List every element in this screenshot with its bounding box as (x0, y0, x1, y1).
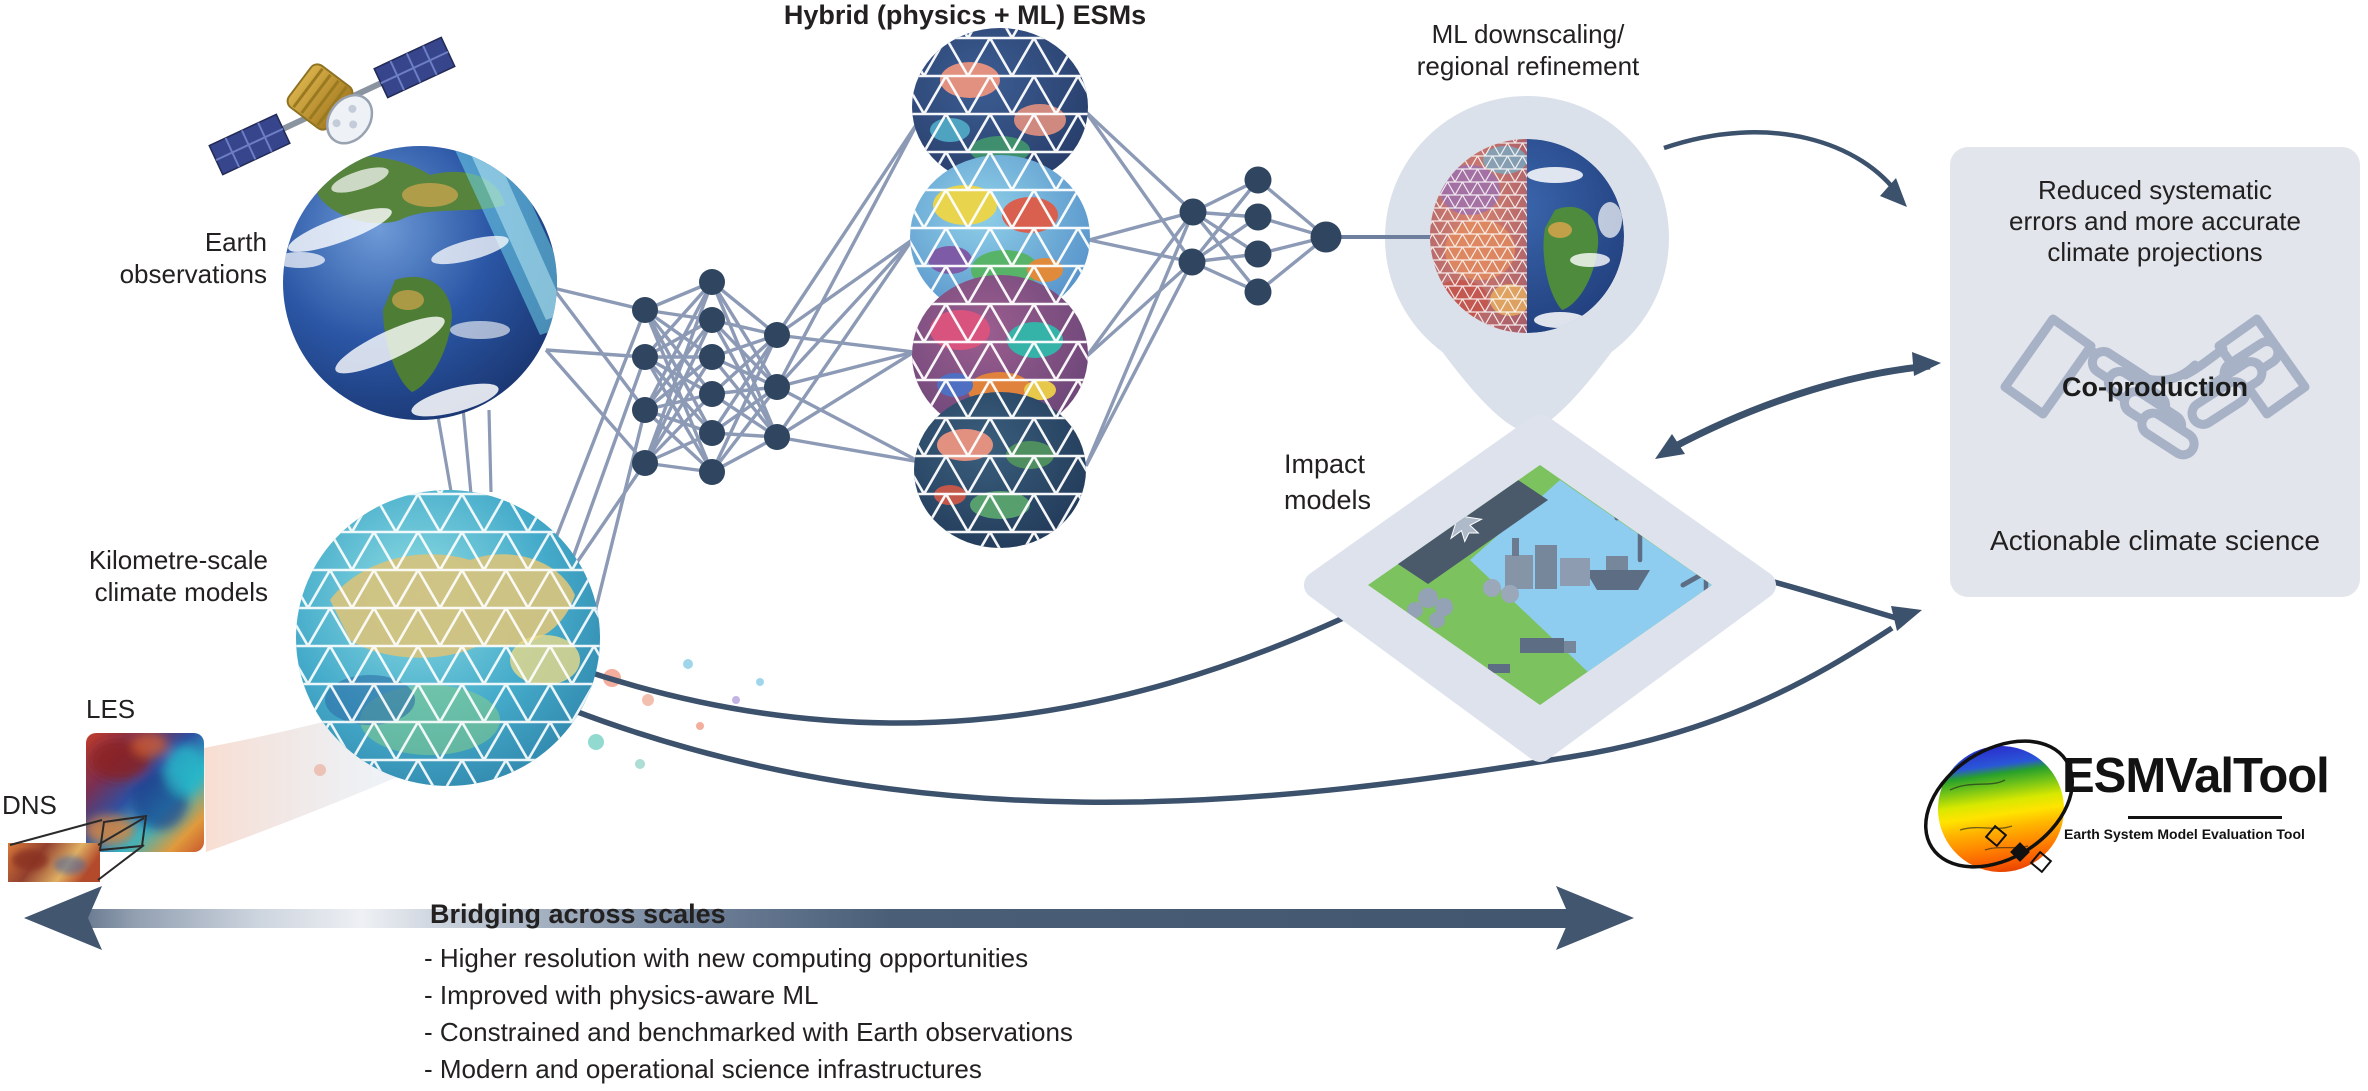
impact-models-label-line1: Impact (1284, 449, 1366, 479)
esmvaltool-wordmark: ESMValTool (2062, 749, 2330, 803)
km-scale-label-line2: climate models (94, 577, 268, 607)
esmvaltool-subtitle: Earth System Model Evaluation Tool (2064, 826, 2305, 842)
outcome-heading: Reduced systematic errors and more accur… (1950, 175, 2360, 268)
km-scale-label: Kilometre-scale climate models (18, 544, 268, 608)
downscaled-globe-pin-icon (1339, 96, 1669, 432)
earth-observations-label-line2: observations (119, 259, 267, 289)
les-label: LES (86, 694, 136, 724)
handshake-icon (1985, 267, 2325, 497)
km-scale-label-line1: Kilometre-scale (88, 545, 268, 575)
neural-network-nodes (632, 166, 1342, 485)
earth-observations-label: Earth observations (55, 226, 267, 290)
outcome-heading-line1: Reduced systematic (2037, 175, 2273, 205)
earth-observations-label-line1: Earth (204, 227, 267, 257)
bridging-scales-bullets: - Higher resolution with new computing o… (424, 940, 1073, 1088)
hybrid-esm-globe-icon (910, 28, 1090, 548)
earth-photo-globe-icon (283, 146, 557, 420)
bullet-item: - Improved with physics-aware ML (424, 980, 819, 1010)
refinement-to-box-arrow (1663, 130, 1907, 207)
actionable-climate-science-label: Actionable climate science (1990, 525, 2320, 556)
bullet-item: - Modern and operational science infrast… (424, 1054, 982, 1084)
globe-tie-lines (434, 404, 493, 498)
les-image (86, 733, 204, 852)
dns-label: DNS (2, 790, 57, 820)
bullet-item: - Constrained and benchmarked with Earth… (424, 1017, 1073, 1047)
impact-models-tile-icon (1304, 414, 1776, 762)
bridging-scales-arrow (24, 886, 1634, 950)
impact-models-label-line2: models (1284, 485, 1372, 515)
esmvaltool-globe-icon (1923, 739, 2075, 874)
bullet-item: - Higher resolution with new computing o… (424, 943, 1029, 973)
outcome-heading-line2: errors and more accurate (2009, 206, 2301, 236)
ml-downscaling-label: ML downscaling/ regional refinement (1367, 18, 1689, 82)
impact-models-label: Impact models (1284, 446, 1371, 518)
bridging-scales-heading: Bridging across scales (430, 899, 726, 929)
ml-downscaling-label-line1: ML downscaling/ (1431, 19, 1625, 49)
ml-downscaling-label-line2: regional refinement (1416, 51, 1640, 81)
outcome-box: Reduced systematic errors and more accur… (1950, 147, 2360, 597)
esmvaltool-underline (2128, 816, 2282, 819)
figure-title: Hybrid (physics + ML) ESMs (783, 0, 1147, 30)
satellite-icon (208, 36, 456, 176)
dns-zoom-lines (9, 814, 148, 881)
box-impact-double-arrow (1655, 352, 1941, 459)
dns-image (8, 843, 100, 882)
co-production-label: Co-production (2062, 372, 2248, 402)
outcome-heading-line3: climate projections (2047, 237, 2263, 267)
km-scale-mesh-globe-icon (296, 490, 600, 786)
